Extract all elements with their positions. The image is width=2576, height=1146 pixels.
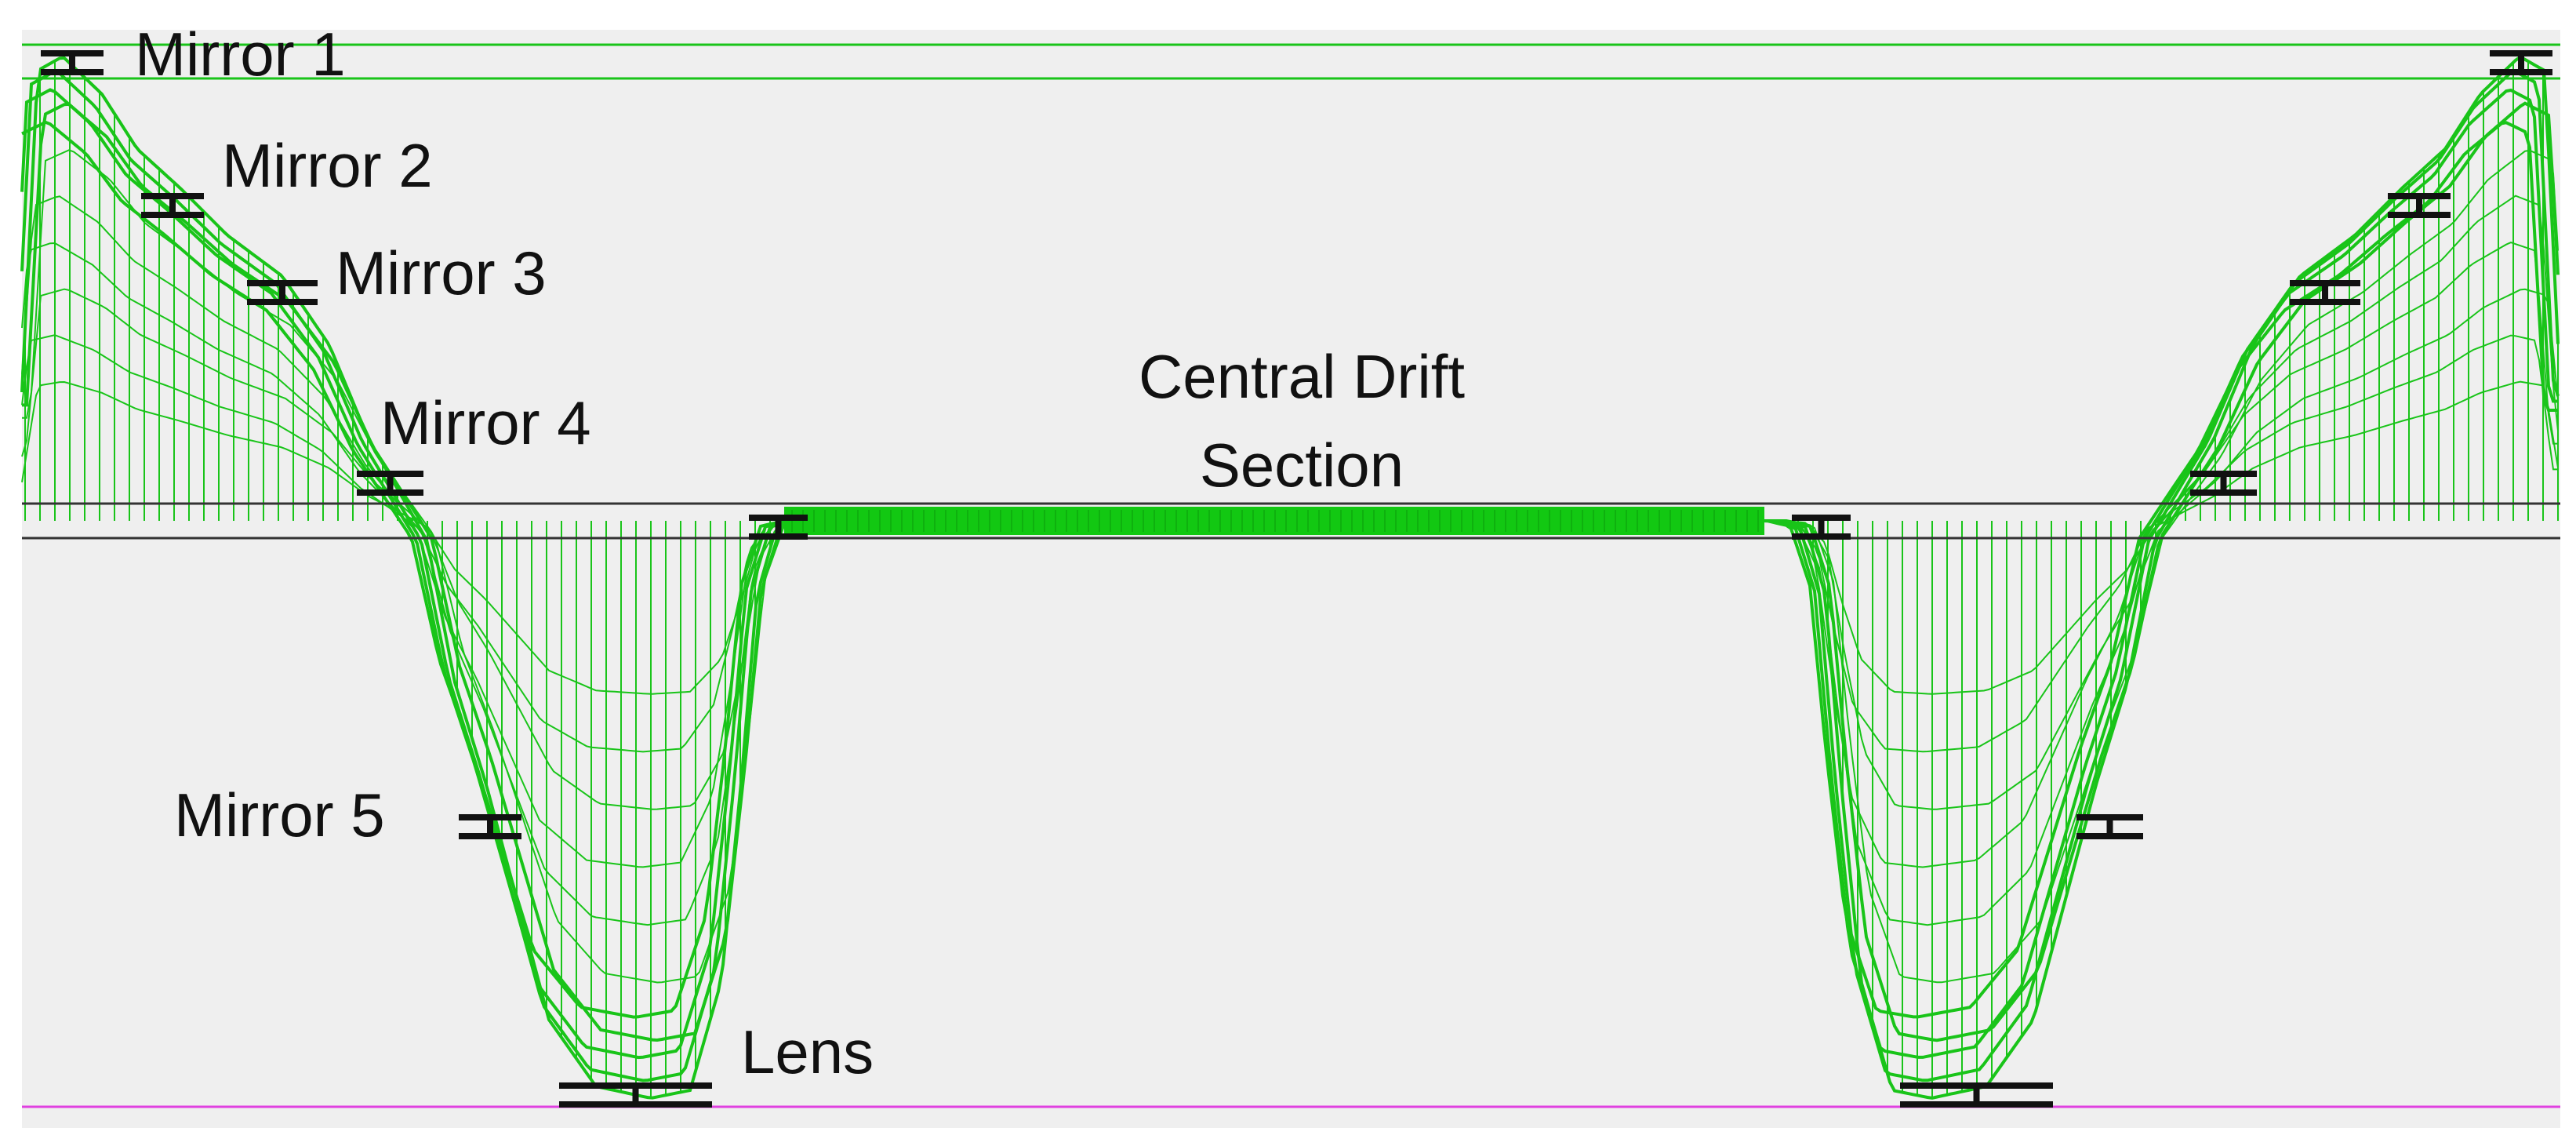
label-central-drift: Central Drift bbox=[1139, 342, 1465, 411]
central-drift-band bbox=[784, 507, 1764, 535]
mirror-1-right-marker-post bbox=[2518, 50, 2524, 75]
mirror-2-right-marker-post bbox=[2416, 193, 2422, 218]
element-markers bbox=[41, 50, 2552, 1108]
lens-right-marker-post bbox=[1973, 1082, 1980, 1108]
label-mirror-5: Mirror 5 bbox=[174, 780, 385, 849]
mirror-3-marker-post bbox=[279, 280, 285, 305]
drift-entrance-marker-post bbox=[775, 515, 782, 540]
mirror-3-right-marker-post bbox=[2322, 280, 2328, 305]
label-mirror-2: Mirror 2 bbox=[222, 131, 433, 200]
drift-texture bbox=[791, 510, 1759, 532]
mirror-1-marker-post bbox=[69, 50, 75, 75]
mirror-5-marker-post bbox=[487, 814, 493, 839]
label-mirror-4: Mirror 4 bbox=[380, 388, 591, 457]
label-lens: Lens bbox=[741, 1017, 874, 1086]
lens-marker-post bbox=[632, 1082, 639, 1108]
drift-exit-marker-post bbox=[1818, 515, 1825, 540]
label-section: Section bbox=[1200, 431, 1404, 500]
label-mirror-3: Mirror 3 bbox=[336, 238, 547, 307]
label-mirror-1: Mirror 1 bbox=[135, 20, 346, 89]
mirror-4-right-marker-post bbox=[2220, 471, 2227, 496]
mirror-2-marker-post bbox=[169, 193, 176, 218]
mirror-4-marker-post bbox=[387, 471, 394, 496]
mirror-5-right-marker-post bbox=[2106, 814, 2113, 839]
